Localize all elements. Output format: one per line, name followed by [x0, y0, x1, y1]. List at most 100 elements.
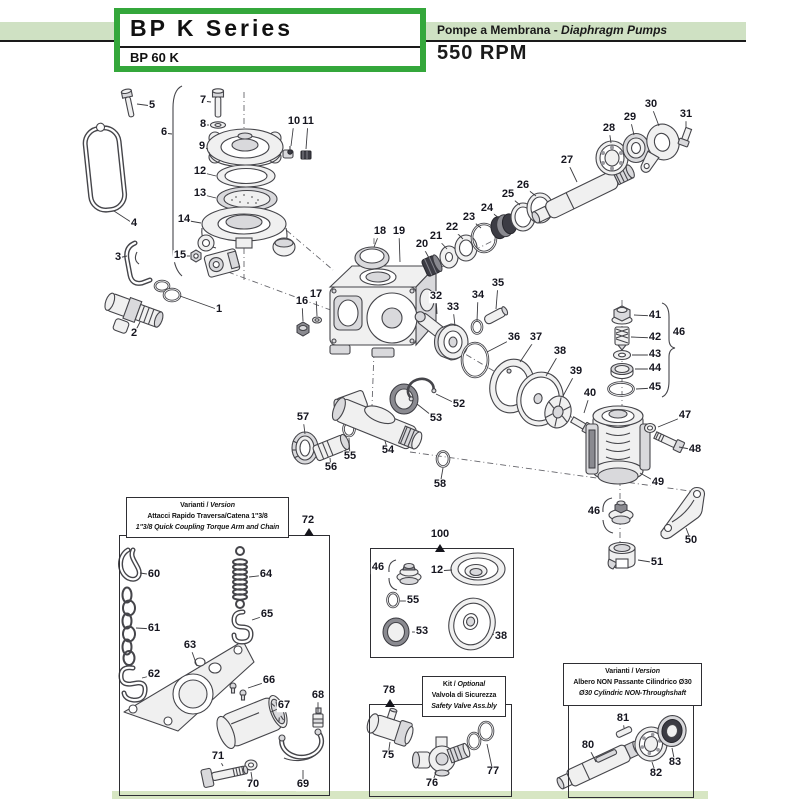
part-valve-46-kit — [396, 562, 422, 586]
part-valve-42 — [614, 326, 630, 351]
part-pin-10 — [287, 146, 293, 155]
part-diaphragm-12-kit — [450, 552, 506, 586]
callout-line-it: Attacci Rapido Traversa/Catena 1"3/8 — [147, 513, 268, 521]
part-plate-63 — [123, 640, 255, 732]
part-valve-46 — [608, 500, 634, 525]
part-clip-68 — [312, 707, 324, 728]
part-orings-77 — [466, 720, 495, 751]
part-fitting-51 — [607, 541, 636, 570]
part-nut-41 — [611, 305, 633, 325]
callout-title-en: Version — [635, 668, 660, 675]
rpm-label: 550 RPM — [437, 42, 528, 64]
part-bolt-7 — [211, 88, 225, 118]
part-screen-13 — [216, 186, 278, 212]
part-oring-23 — [470, 222, 498, 254]
part-fitting-2 — [104, 292, 164, 334]
part-cover-9 — [206, 128, 294, 168]
part-seal-29 — [622, 132, 650, 164]
callout-line-it: Valvola di Sicurezza — [431, 692, 497, 700]
part-ring-22 — [454, 234, 478, 262]
callout-box-safety-valve — [369, 704, 512, 797]
part-oring-34 — [470, 319, 484, 335]
callout-box-kit-100 — [370, 548, 514, 658]
part-ring-12 — [216, 164, 276, 188]
brace-46-valve-kit — [661, 302, 676, 398]
callout-line-en: 1"3/8 Quick Coupling Torque Arm and Chai… — [135, 524, 280, 532]
callout-header-safety-valve: Kit / Optional Valvola di Sicurezza Safe… — [422, 676, 506, 717]
series-divider — [120, 46, 420, 48]
part-clamp-69 — [278, 728, 325, 762]
part-manifold-54 — [331, 390, 423, 450]
part-clip-60 — [118, 547, 142, 582]
part-head-49 — [585, 405, 651, 485]
callout-title-it: Varianti / — [180, 502, 209, 509]
part-nut-15 — [190, 249, 202, 263]
part-diaphragm-38-kit — [448, 597, 496, 651]
callout-header-quick-coupling: Varianti / Version Attacci Rapido Traver… — [126, 497, 289, 538]
page-title: BP K Series — [130, 15, 293, 41]
part-oring-36 — [460, 341, 490, 379]
pump-body — [328, 264, 438, 358]
callout-line-en: Ø30 Cylindric NON-Throughshaft — [578, 690, 687, 698]
part-oring-58 — [435, 450, 451, 468]
part-flange-30 — [640, 123, 680, 173]
part-oring-55-kit — [386, 591, 400, 609]
model-label: BP 60 K — [130, 50, 179, 65]
part-ring-83 — [657, 714, 687, 748]
part-pin-35 — [484, 306, 509, 325]
part-plug-11 — [300, 150, 312, 160]
part-washer-43 — [612, 349, 632, 361]
callout-title-en: Optional — [457, 681, 486, 688]
part-washer-70 — [244, 759, 258, 771]
callout-title-it: Varianti / — [605, 668, 634, 675]
part-screws-66 — [229, 682, 247, 701]
part-bearing-28 — [595, 140, 629, 176]
part-seal-24 — [490, 213, 518, 240]
part-key-81 — [615, 726, 633, 738]
part-ring-18 — [354, 246, 390, 270]
part-hook-62 — [118, 665, 148, 703]
part-housing-14 — [197, 206, 296, 257]
callout-line-en: Safety Valve Ass.bly — [431, 703, 497, 711]
part-orings-1 — [153, 279, 182, 303]
callout-header-non-throughshaft: Varianti / Version Albero NON Passante C… — [563, 663, 702, 706]
part-fitting-56 — [312, 433, 350, 462]
part-shaft-27 — [531, 164, 635, 224]
callout-title-it: Kit / — [442, 681, 456, 688]
part-washer-17 — [311, 316, 323, 324]
callout-box-non-throughshaft — [568, 703, 694, 798]
part-ring-53-kit — [382, 617, 410, 647]
part-washer-47 — [643, 422, 657, 434]
part-nut-16 — [296, 321, 310, 337]
part-flange-39 — [544, 395, 572, 429]
part-seat-44 — [610, 362, 634, 380]
bottom-green-strip — [112, 791, 708, 799]
valve-block — [203, 248, 241, 278]
part-plug-20 — [421, 254, 443, 277]
part-washer-8 — [209, 121, 227, 129]
part-chain-61 — [121, 586, 136, 666]
callout-line-it: Albero NON Passante Cilindrico Ø30 — [573, 679, 692, 687]
part-ring-53 — [389, 383, 419, 415]
brace-46-single — [602, 497, 614, 534]
part-sleeve-67 — [216, 694, 288, 750]
part-bolt-5 — [120, 88, 135, 118]
category-label: Pompe a Membrana - Diaphragm Pumps — [437, 23, 667, 37]
series-box: BP K Series BP 60 K — [114, 8, 426, 72]
callout-title-en: Version — [210, 502, 235, 509]
part-bolt-71 — [200, 765, 249, 788]
bracket-6 — [172, 85, 183, 277]
part-valve-body-76 — [411, 736, 471, 777]
category-italian: Pompe a Membrana - — [437, 23, 558, 37]
callout-box-quick-coupling — [119, 535, 330, 796]
part-bolt-48 — [653, 431, 686, 453]
part-spring-64 — [232, 546, 248, 609]
part-piston-33 — [433, 323, 469, 361]
part-hook-65 — [231, 609, 254, 645]
part-bolt-31 — [677, 126, 693, 148]
brace-46-kit — [388, 559, 398, 591]
part-oring-45 — [607, 381, 635, 397]
part-bracket-50 — [660, 486, 706, 540]
